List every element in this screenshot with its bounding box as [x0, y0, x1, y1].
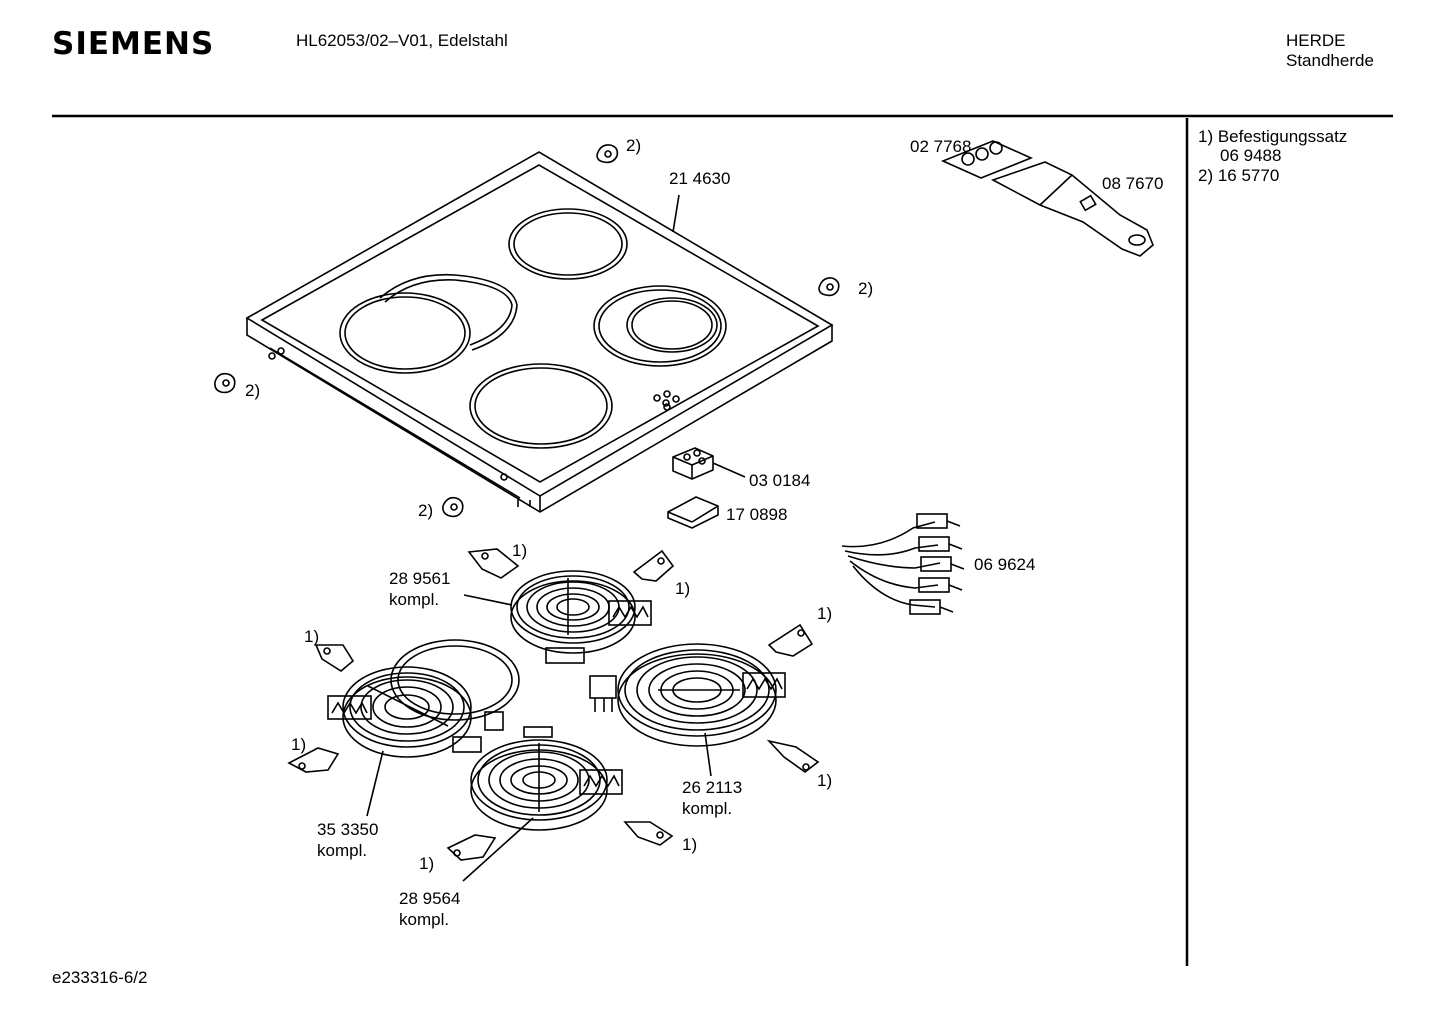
part-label-353350: 35 3350	[317, 820, 379, 839]
ref-marker-1: 1)	[817, 771, 833, 790]
ref-marker-2-top: 2)	[626, 136, 642, 155]
terminal-cover	[667, 496, 719, 529]
part-label-214630: 21 4630	[669, 169, 731, 188]
part-label-289561-kompl: kompl.	[389, 590, 440, 609]
part-label-069624: 06 9624	[974, 555, 1036, 574]
mounting-clip-2	[632, 549, 675, 582]
legend-item-1: 1) Befestigungssatz	[1198, 127, 1348, 146]
mounting-clip-5	[287, 747, 340, 773]
part-label-289564-kompl: kompl.	[399, 910, 450, 929]
mounting-clip-1	[467, 548, 520, 579]
legend-item-2: 2) 16 5770	[1198, 166, 1280, 185]
ref-marker-1: 1)	[304, 627, 320, 646]
part-label-170898: 17 0898	[726, 505, 788, 524]
ref-marker-2-bottom: 2)	[418, 501, 434, 520]
part-label-027768: 02 7768	[910, 137, 972, 156]
wiring-harness	[841, 513, 965, 615]
document-code: e233316-6/2	[52, 968, 148, 987]
heating-element-top	[463, 570, 652, 664]
heating-element-bottom	[462, 726, 623, 882]
ref-marker-1: 1)	[512, 541, 528, 560]
mounting-clip-7	[446, 834, 497, 861]
part-label-262113: 26 2113	[682, 778, 743, 797]
legend-item-1-number: 06 9488	[1220, 146, 1282, 165]
part-label-289564: 28 9564	[399, 889, 461, 908]
part-label-289561: 28 9561	[389, 569, 451, 588]
ref-marker-1: 1)	[291, 735, 307, 754]
mounting-clip-4	[767, 623, 814, 657]
part-label-353350-kompl: kompl.	[317, 841, 368, 860]
heating-element-left	[327, 639, 520, 817]
terminal-block	[672, 447, 746, 480]
subcategory-label: Standherde	[1286, 51, 1374, 70]
ref-marker-2-right: 2)	[858, 279, 874, 298]
ref-marker-1: 1)	[682, 835, 698, 854]
part-label-087670: 08 7670	[1102, 174, 1164, 193]
mounting-clip-8	[623, 821, 674, 846]
rubber-buffer-right	[818, 277, 840, 297]
ref-marker-1: 1)	[675, 579, 691, 598]
rubber-buffer-left	[214, 372, 236, 394]
part-label-030184: 03 0184	[749, 471, 811, 490]
label-plate	[940, 140, 1034, 179]
mounting-clip-3	[314, 644, 355, 672]
rubber-buffer-bottom	[442, 496, 464, 518]
model-title: HL62053/02–V01, Edelstahl	[296, 31, 508, 50]
ref-marker-2-left: 2)	[245, 381, 261, 400]
cooktop-glass-plate	[245, 151, 834, 513]
ref-marker-1: 1)	[817, 604, 833, 623]
part-label-262113-kompl: kompl.	[682, 799, 733, 818]
category-label: HERDE	[1286, 31, 1346, 50]
mounting-clip-6	[766, 739, 820, 773]
ref-marker-1: 1)	[419, 854, 435, 873]
brand-logo: SIEMENS	[52, 26, 215, 62]
rubber-buffer-top	[596, 144, 619, 164]
heating-element-right	[589, 643, 786, 777]
removal-tool	[991, 161, 1154, 257]
